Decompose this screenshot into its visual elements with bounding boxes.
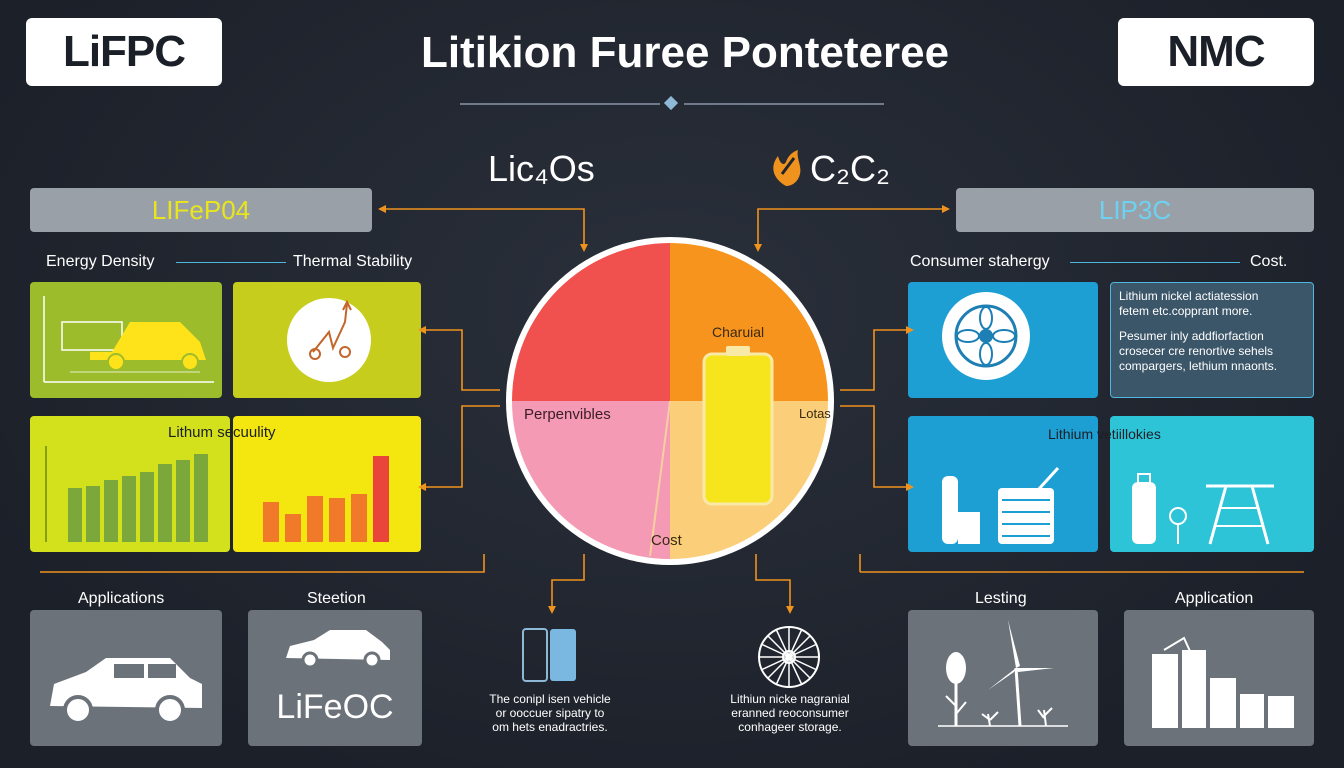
station-car-text: LiFeOC	[276, 688, 394, 726]
suv-icon	[50, 658, 202, 725]
info-line-4: crosecer cre renortive sehels	[1119, 344, 1274, 358]
info-line-1: Lithium nickel actiatession	[1119, 289, 1259, 303]
appliance-tile	[908, 416, 1098, 552]
station-label: Steetion	[307, 590, 366, 607]
metric-connector-right	[1070, 262, 1240, 263]
left-section-label: LIFeP04	[30, 188, 372, 232]
turbine-wheel-icon	[758, 626, 820, 688]
application-bars-tile	[1124, 610, 1314, 746]
metric-connector-left	[176, 262, 286, 263]
wind-tile	[908, 610, 1098, 746]
page-title: Litikion Furee Ponteteree	[420, 28, 950, 77]
title-divider	[460, 96, 884, 111]
circle-bottom-label: Cost	[651, 532, 682, 549]
thermal-stability-label: Thermal Stability	[293, 253, 413, 270]
lithium-security-caption: Lithum secuulity	[168, 424, 276, 441]
left-chemistry-formula: Lic₄Os	[488, 148, 595, 189]
green-bars-chart	[45, 446, 208, 542]
left-badge-text: LiFPC	[62, 27, 186, 76]
battery-icon	[702, 352, 774, 506]
lithium-vehicles-caption: Lithium vetiillokies	[1048, 426, 1161, 442]
lesting-label: Lesting	[975, 590, 1027, 607]
wheel-description: Lithiun nicke nagranial eranned reoconsu…	[710, 692, 870, 734]
comparison-pie-diagram	[506, 237, 834, 565]
car-graph-tile	[30, 282, 222, 398]
wheel-line-1: Lithiun nicke nagranial	[730, 692, 850, 706]
application-bars-chart	[1152, 636, 1294, 728]
bar-chart-tile-right	[233, 416, 421, 552]
cost-label: Cost.	[1250, 253, 1288, 270]
circle-top-right-label: Charuial	[712, 324, 765, 340]
circle-left-label: Perpenvibles	[524, 406, 611, 423]
wind-turbine-icon	[938, 620, 1068, 727]
right-section-label-text: LIP3C	[1098, 194, 1172, 225]
phone-line-2: or ooccuer sipatry to	[495, 706, 605, 720]
application-label: Application	[1175, 590, 1254, 607]
phone-line-1: The conipl isen vehicle	[489, 692, 611, 706]
fan-tile	[908, 282, 1098, 398]
station-tile: LiFeOC	[248, 610, 422, 746]
thermal-tile	[233, 282, 421, 398]
info-line-3: Pesumer inly addfiorfaction	[1119, 329, 1264, 343]
info-line-2: fetem etc.copprant more.	[1119, 304, 1253, 318]
tower-icon	[1132, 473, 1274, 545]
phone-description: The conipl isen vehicle or ooccuer sipat…	[470, 692, 630, 734]
right-section-label: LIP3C	[956, 188, 1314, 232]
left-section-label-text: LIFeP04	[151, 194, 251, 225]
info-line-5: compargers, lethium nnaonts.	[1119, 359, 1278, 373]
energy-density-label: Energy Density	[46, 253, 155, 270]
suv-tile	[30, 610, 222, 746]
right-chemistry-formula: C₂C₂	[810, 148, 890, 189]
phone-line-3: om hets enadractries.	[492, 720, 608, 734]
wheel-line-2: eranned reoconsumer	[731, 706, 849, 720]
consumer-strategy-label: Consumer stahergy	[910, 253, 1050, 270]
applications-label: Applications	[78, 590, 165, 607]
lifpc-badge: LiFPC	[26, 18, 222, 86]
orange-bars-chart	[263, 456, 389, 542]
storage-appliance-icon	[942, 466, 1060, 544]
nmc-badge: NMC	[1118, 18, 1314, 86]
circle-right-label: Lotas	[799, 406, 831, 421]
nmc-info-panel: Lithium nickel actiatession fetem etc.co…	[1110, 282, 1314, 398]
fan-icon	[942, 292, 1030, 380]
flame-icon	[773, 150, 801, 186]
wheel-line-3: conhageer storage.	[738, 720, 842, 734]
tower-tile	[1110, 416, 1314, 552]
car-graph-icon	[43, 296, 214, 383]
phones-icon	[522, 628, 576, 682]
thermal-route-icon	[287, 298, 371, 382]
car-icon	[286, 630, 390, 669]
right-badge-text: NMC	[1167, 27, 1265, 76]
bar-chart-tile-left	[30, 416, 230, 552]
